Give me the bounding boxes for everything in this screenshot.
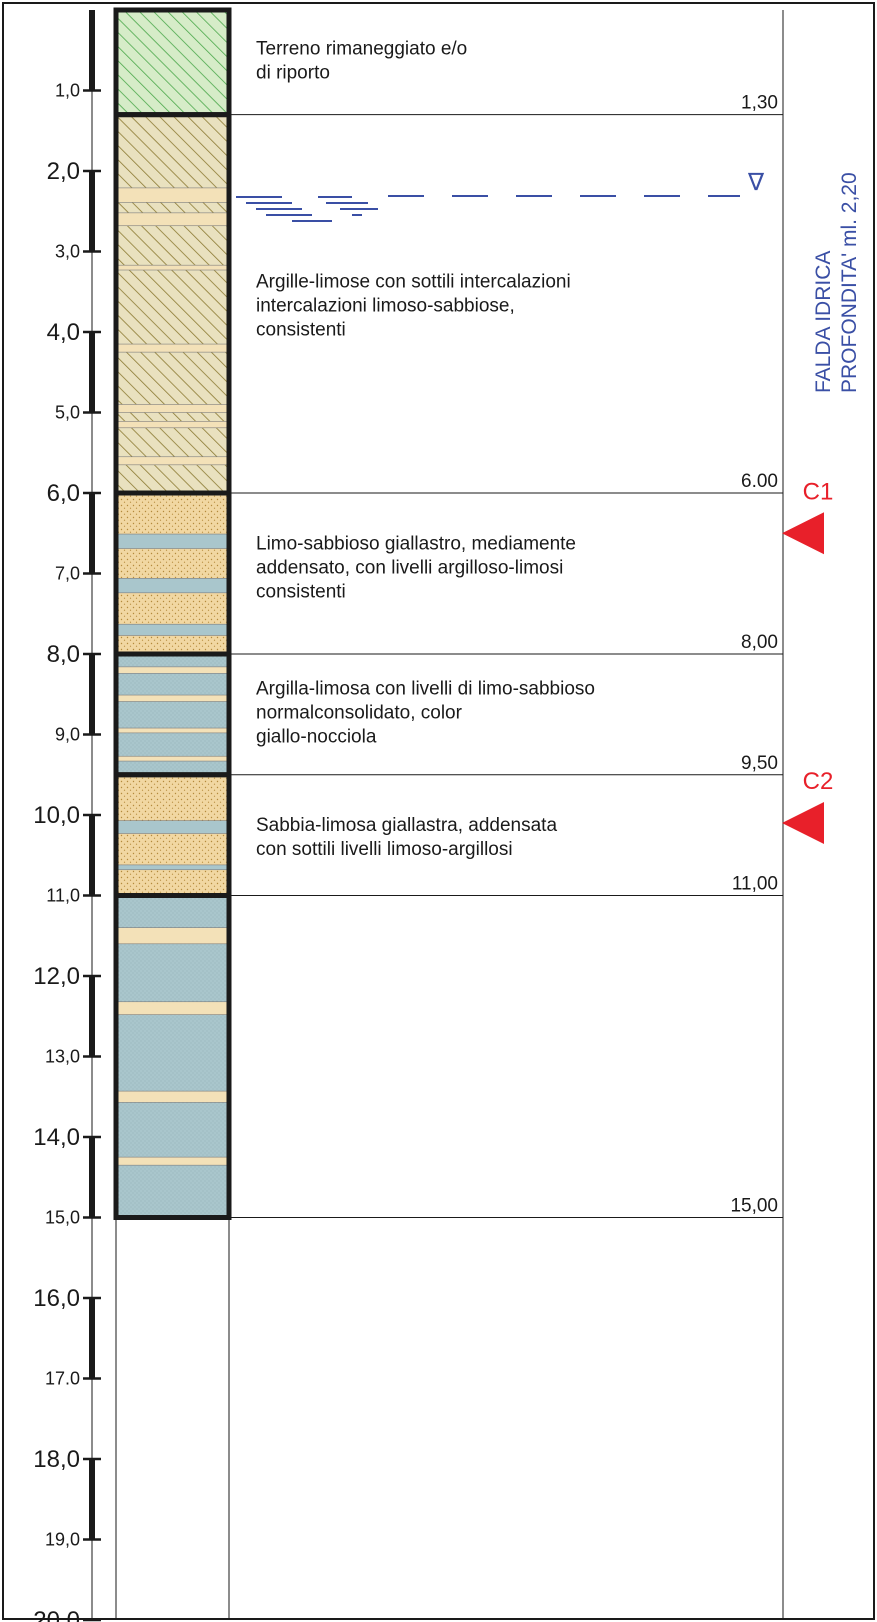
water-table-label-line1: FALDA IDRICA xyxy=(812,251,835,393)
scale-label: 1,0 xyxy=(55,81,80,101)
layer-band-clay xyxy=(115,820,230,834)
scale-label: 7,0 xyxy=(55,564,80,584)
scale-label: 2,0 xyxy=(47,158,80,185)
scale-label: 4,0 xyxy=(47,319,80,346)
layer-band-clay xyxy=(115,623,230,636)
depth-label: 6.00 xyxy=(741,471,778,492)
scale-label: 8,0 xyxy=(47,641,80,668)
scale-segment xyxy=(89,1137,95,1218)
layer-band-sand xyxy=(115,727,230,734)
layer-band-sand xyxy=(115,1001,230,1015)
layer-band-sand xyxy=(115,666,230,674)
layer-band-sand xyxy=(115,1090,230,1103)
depth-label: 11,00 xyxy=(732,874,778,895)
layer-band-sand xyxy=(115,212,230,227)
scale-label: 17.0 xyxy=(45,1369,80,1389)
layer-column xyxy=(113,7,232,1220)
scale-label: 15,0 xyxy=(45,1208,80,1228)
layer-band-sand xyxy=(115,343,230,353)
scale-segment xyxy=(89,976,95,1057)
layer-band-sand xyxy=(115,694,230,702)
layer-boundaries: 1,30 6.00 8,00 9,50 11,00 15,00 xyxy=(229,93,783,1218)
scale-segment xyxy=(89,654,95,735)
scale-label: 9,0 xyxy=(55,725,80,745)
scale-label: 6,0 xyxy=(47,480,80,507)
depth-label: 1,30 xyxy=(741,93,778,114)
layer-description-argille-limose: Argille-limose con sottili intercalazion… xyxy=(256,272,571,341)
scale-segment xyxy=(89,1459,95,1540)
scale-segment xyxy=(89,10,95,91)
layer-band-clay xyxy=(115,533,230,549)
scale-label: 18,0 xyxy=(33,1446,80,1473)
layer-band-sand xyxy=(115,187,230,203)
layer-band-sand xyxy=(115,264,230,271)
scale-segment xyxy=(89,332,95,413)
layer-band-sand xyxy=(115,927,230,945)
scale-label: 13,0 xyxy=(45,1047,80,1067)
layer-sabbia-limosa xyxy=(116,774,229,896)
scale-label: 12,0 xyxy=(33,963,80,990)
scale-segment xyxy=(89,815,95,896)
scale-label: 5,0 xyxy=(55,403,80,423)
depth-label: 8,00 xyxy=(741,632,778,653)
scale-segment xyxy=(89,493,95,574)
water-table-symbol xyxy=(236,196,378,222)
layer-band-sand xyxy=(115,456,230,466)
layer-argille-limose xyxy=(116,114,229,494)
layer-band-sand xyxy=(115,1156,230,1166)
layer-band-clay xyxy=(115,864,230,871)
scale-label: 3,0 xyxy=(55,242,80,262)
scale-label: 20,0 xyxy=(33,1607,80,1622)
layer-band-sand xyxy=(115,404,230,413)
water-table: ∇ FALDA IDRICA PROFONDITA' ml. 2,20 xyxy=(236,168,861,393)
sample-marker-c2 xyxy=(782,802,824,845)
scale-segment xyxy=(89,1298,95,1379)
layer-description-argilla-limosa: Argilla-limosa con livelli di limo-sabbi… xyxy=(256,678,595,747)
scale-label: 16,0 xyxy=(33,1285,80,1312)
sample-label: C2 xyxy=(803,768,834,795)
depth-scale: 1,0 2,0 3,0 4,0 5,0 6,0 7,0 8,0 9,0 10,0 11,0 12,0 1… xyxy=(33,10,101,1622)
scale-label: 11,0 xyxy=(46,886,80,906)
water-table-label-line2: PROFONDITA' ml. 2,20 xyxy=(838,172,861,393)
scale-label: 10,0 xyxy=(33,802,80,829)
layer-band-sand xyxy=(115,755,230,762)
depth-label: 9,50 xyxy=(741,753,778,774)
scale-segment xyxy=(89,171,95,252)
water-table-marker: ∇ xyxy=(747,168,765,196)
layer-band-clay xyxy=(115,578,230,594)
layer-outline xyxy=(113,893,232,1220)
scale-label: 14,0 xyxy=(33,1124,80,1151)
sample-marker-c1 xyxy=(782,512,824,555)
layer-argilla-limosa xyxy=(116,654,229,775)
depth-label: 15,00 xyxy=(730,1196,778,1217)
scale-label: 19,0 xyxy=(45,1530,80,1550)
layer-band-sand xyxy=(115,421,230,429)
layer-riporto xyxy=(116,10,229,115)
sample-label: C1 xyxy=(803,478,834,505)
